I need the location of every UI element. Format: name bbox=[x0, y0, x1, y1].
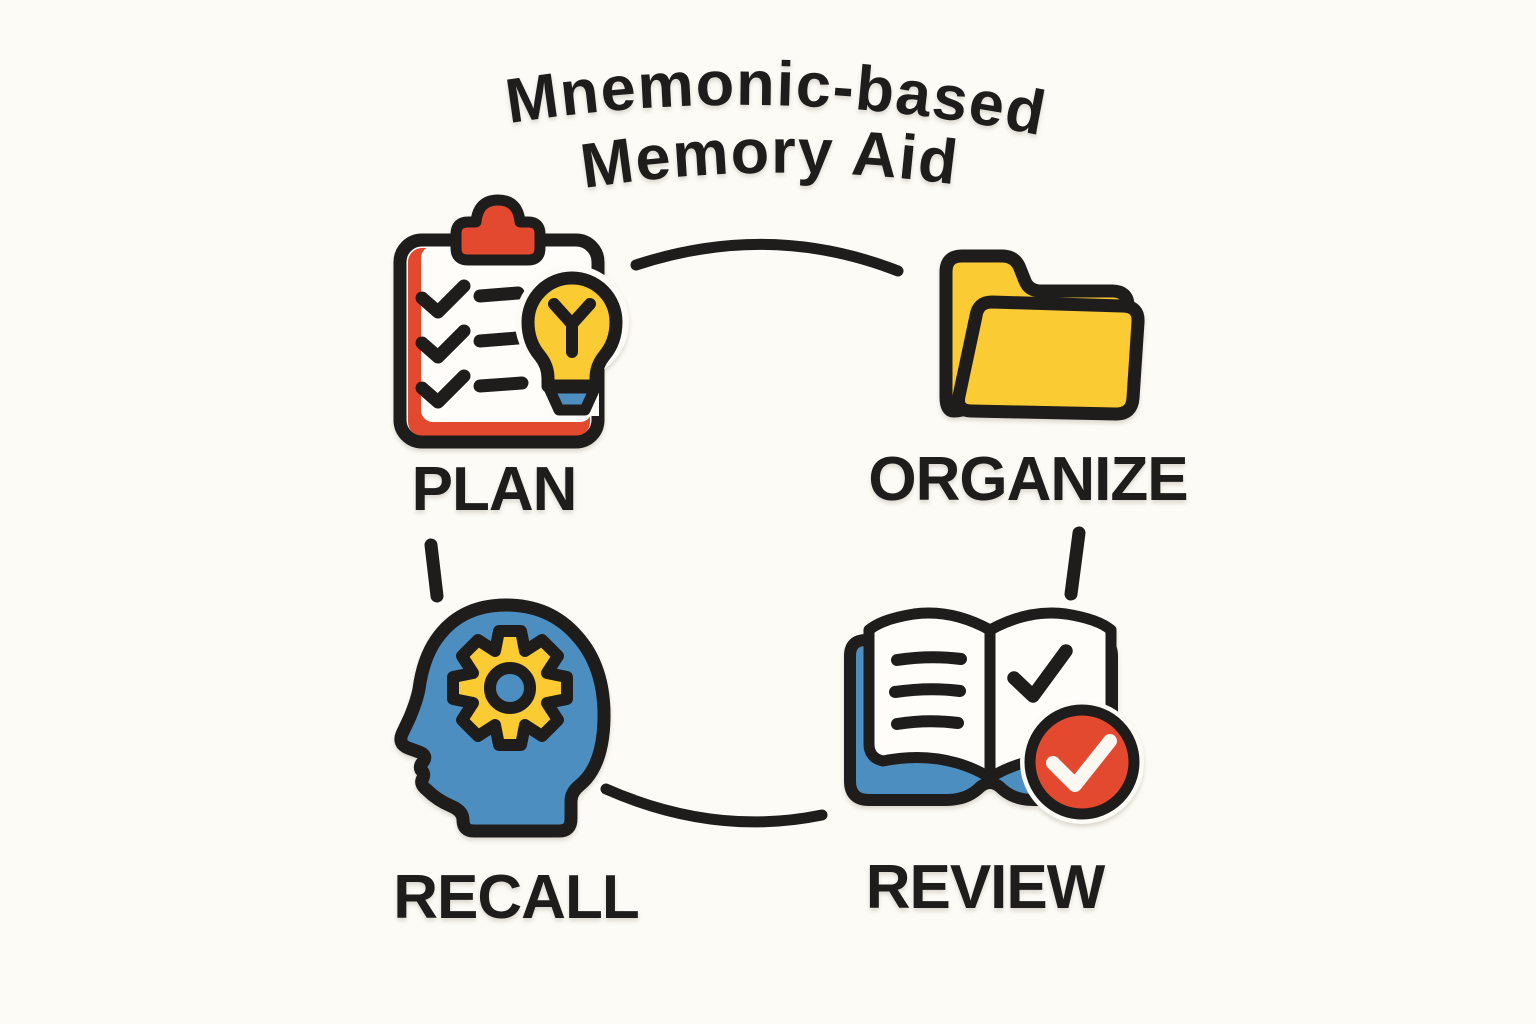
folder-front-flap bbox=[952, 295, 1145, 421]
open-book-checkmark-icon bbox=[844, 607, 1144, 824]
title-line-2: Memory Aid bbox=[576, 117, 962, 202]
label-plan: PLAN bbox=[412, 455, 577, 524]
lightbulb-filament bbox=[548, 298, 596, 358]
connector-organize-review-dash bbox=[1064, 526, 1086, 601]
head-with-gear-icon bbox=[394, 598, 611, 838]
label-recall: RECALL bbox=[393, 863, 638, 932]
check-badge-circle bbox=[1024, 704, 1140, 820]
label-review: REVIEW bbox=[866, 853, 1106, 922]
page-checkmark bbox=[1007, 644, 1073, 703]
open-folder-icon bbox=[939, 249, 1145, 421]
gear-center-hole bbox=[484, 662, 536, 714]
label-organize: ORGANIZE bbox=[868, 445, 1187, 514]
cycle-connectors bbox=[424, 238, 1086, 828]
connector-plan-organize-arc bbox=[630, 238, 904, 277]
book-left-page bbox=[863, 607, 996, 784]
clipboard-checklist-lightbulb-icon bbox=[393, 194, 629, 449]
lightbulb-base bbox=[543, 382, 601, 416]
book-text-lines bbox=[889, 651, 967, 730]
checklist-marks bbox=[415, 279, 529, 409]
badge-checkmark bbox=[1046, 734, 1117, 792]
page-title: Mnemonic-based Memory Aid bbox=[501, 49, 1051, 202]
clipboard-clip bbox=[450, 194, 546, 266]
connector-review-recall-arc bbox=[600, 783, 828, 828]
connector-recall-plan-dash bbox=[424, 538, 444, 603]
